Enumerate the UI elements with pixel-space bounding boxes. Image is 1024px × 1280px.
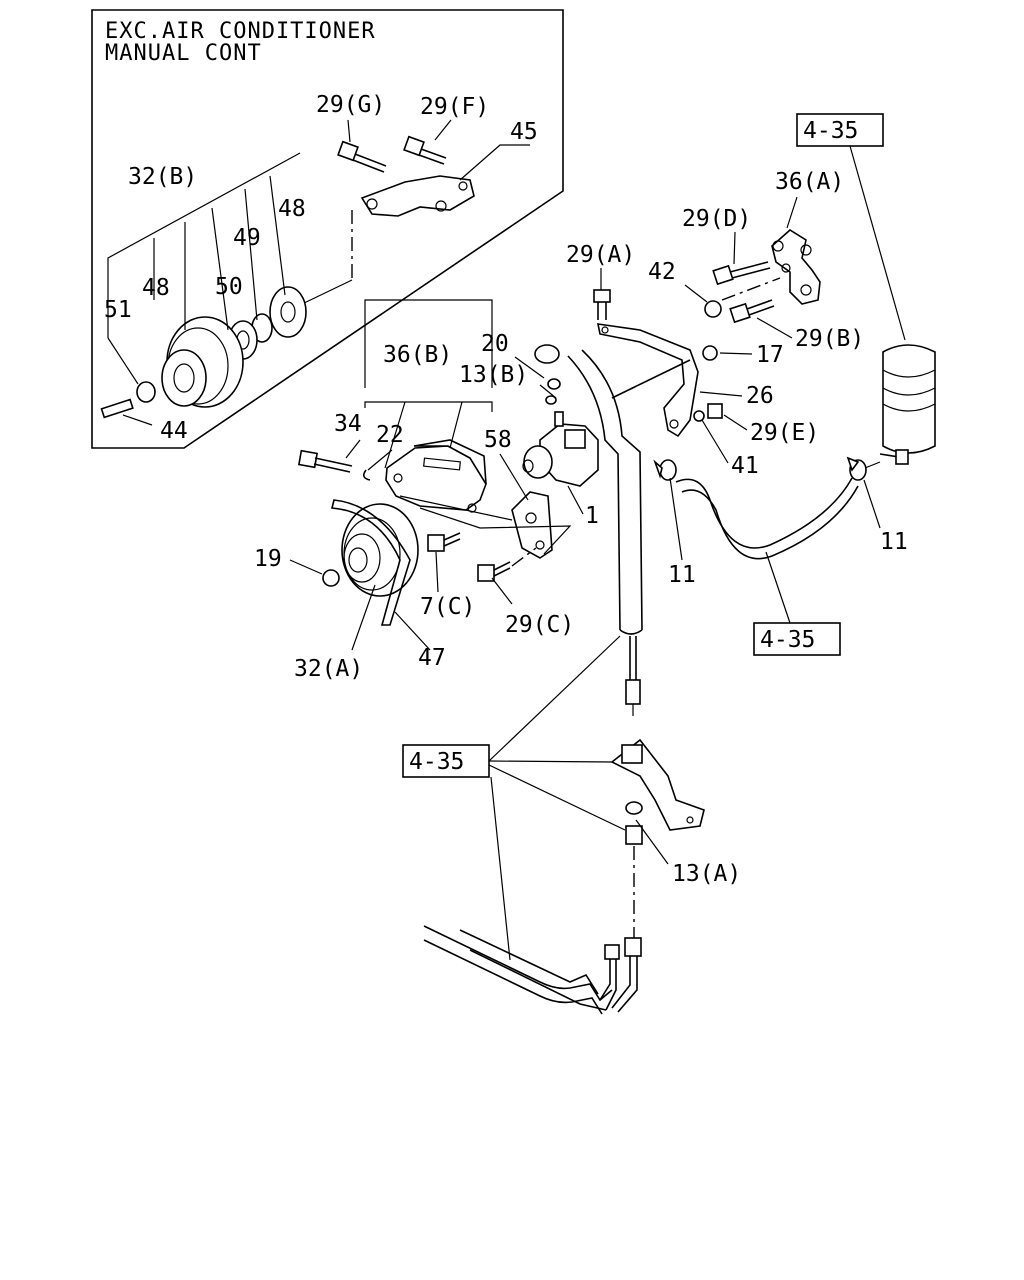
label-29g: 29(G) <box>316 92 385 118</box>
hose-bracket-drawing <box>610 738 705 831</box>
bolt-29c-drawing <box>477 561 511 582</box>
label-49: 49 <box>233 225 261 251</box>
bolt-29g-drawing <box>337 140 387 173</box>
label-34: 34 <box>334 411 362 437</box>
label-1: 1 <box>585 503 599 529</box>
washer-20-drawing <box>545 395 557 405</box>
label-29d: 29(D) <box>682 206 751 232</box>
ref-label-mid[interactable]: 4-35 <box>760 627 815 653</box>
hose-clamp-right-drawing <box>846 456 867 481</box>
label-7c: 7(C) <box>420 594 475 620</box>
bolt-7c-drawing <box>427 532 461 552</box>
label-29f: 29(F) <box>420 94 489 120</box>
label-13a: 13(A) <box>672 861 741 887</box>
flare-nut-lower-drawing <box>624 937 642 957</box>
pulley-assembly-inset-drawing <box>100 286 307 419</box>
label-58: 58 <box>484 427 512 453</box>
label-20: 20 <box>481 331 509 357</box>
label-36a: 36(A) <box>775 169 844 195</box>
label-41: 41 <box>731 453 759 479</box>
bolt-34-drawing <box>297 449 353 473</box>
ref-box-mid[interactable] <box>753 622 841 656</box>
bolt-29f-drawing <box>403 135 447 165</box>
bracket-26-drawing <box>596 323 699 438</box>
washer-13b-drawing <box>547 378 561 390</box>
label-19: 19 <box>254 546 282 572</box>
label-11-right: 11 <box>880 529 908 555</box>
inset-note-line1: EXC.AIR CONDITIONER <box>105 19 376 44</box>
bolt-29a-drawing <box>593 289 611 320</box>
bracket-45-drawing <box>360 175 475 217</box>
label-36b: 36(B) <box>383 342 452 368</box>
label-32a: 32(A) <box>294 656 363 682</box>
label-22: 22 <box>376 422 404 448</box>
washer-13a-upper-drawing <box>625 801 643 815</box>
flare-nut-13a-drawing <box>625 825 643 845</box>
return-hose-drawing <box>675 461 881 560</box>
label-44: 44 <box>160 418 188 444</box>
pump-bracket-58-drawing <box>511 491 553 559</box>
pump-bracket-36b-drawing <box>385 439 487 513</box>
pulley-32a-drawing <box>341 503 419 597</box>
label-26: 26 <box>746 383 774 409</box>
label-48-lower: 48 <box>142 275 170 301</box>
label-13b: 13(B) <box>459 362 528 388</box>
label-45: 45 <box>510 119 538 145</box>
label-32b: 32(B) <box>128 164 197 190</box>
label-50: 50 <box>215 274 243 300</box>
ref-box-top[interactable] <box>796 113 884 147</box>
bolt-29e-drawing <box>693 403 723 422</box>
reservoir-drawing <box>879 344 936 465</box>
label-29b: 29(B) <box>795 326 864 352</box>
label-29c: 29(C) <box>505 612 574 638</box>
bolt-29b-drawing <box>729 299 775 324</box>
label-11-left: 11 <box>668 562 696 588</box>
inset-note-line2: MANUAL CONT <box>105 41 262 66</box>
cooler-pipe-drawing <box>423 925 638 1015</box>
ref-label-top[interactable]: 4-35 <box>803 118 858 144</box>
label-47: 47 <box>418 645 446 671</box>
power-steering-pump-drawing <box>522 411 599 487</box>
label-29e: 29(E) <box>750 420 819 446</box>
label-51: 51 <box>104 297 132 323</box>
label-42: 42 <box>648 259 676 285</box>
washer-22-drawing <box>362 469 371 481</box>
nut-42-drawing <box>704 300 722 318</box>
bolt-29d-drawing <box>712 261 771 286</box>
inset-panel: EXC.AIR CONDITIONER MANUAL CONT <box>91 9 564 449</box>
label-17: 17 <box>756 342 784 368</box>
belt-47-drawing <box>330 499 411 626</box>
nut-17-drawing <box>702 345 718 361</box>
hose-clamp-left-drawing <box>653 459 677 481</box>
label-48-upper: 48 <box>278 196 306 222</box>
bracket-36a-drawing <box>771 229 821 305</box>
nut-19-drawing <box>322 569 340 587</box>
ref-label-bottom[interactable]: 4-35 <box>409 749 464 775</box>
label-29a: 29(A) <box>566 242 635 268</box>
